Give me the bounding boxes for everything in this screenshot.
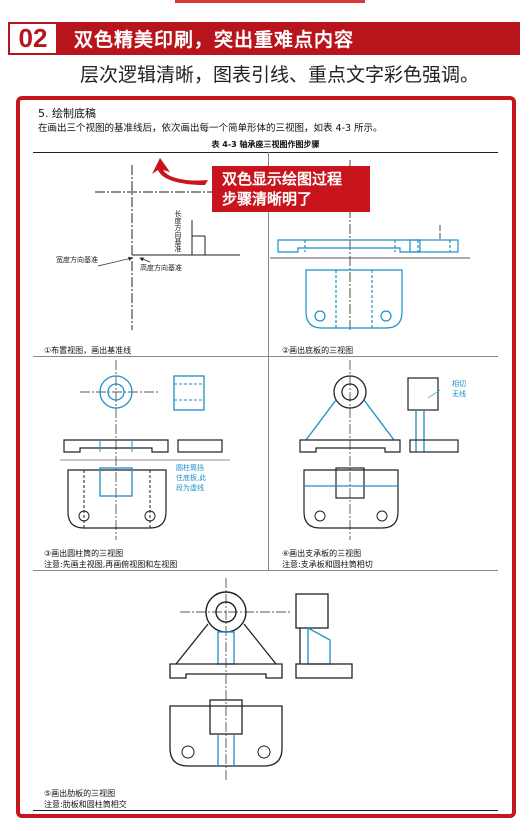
step-4-drawing xyxy=(299,360,459,540)
step-3-note: 注意:先画主视图,再画俯视图和左视图 xyxy=(44,560,178,569)
callout-line-1: 双色显示绘图过程 xyxy=(222,170,343,188)
step-5-drawing xyxy=(169,578,353,780)
top-decor-rule xyxy=(175,0,365,3)
svg-text:住底板,此: 住底板,此 xyxy=(176,473,206,482)
section-intro: 在画出三个视图的基准线后，依次画出每一个简单形体的三视图，如表 4-3 所示。 xyxy=(38,123,383,134)
table-top-rule xyxy=(33,152,498,153)
callout-line-2: 步骤清晰明了 xyxy=(222,190,313,208)
table-row-rule xyxy=(33,570,498,571)
step-3-caption: ③画出圆柱筒的三视图 xyxy=(44,549,124,558)
section-heading: 5. 绘制底稿 xyxy=(38,107,96,120)
table-column-divider xyxy=(268,152,269,570)
step-5-caption: ⑤画出肋板的三视图 xyxy=(44,789,116,798)
highlight-callout: 双色显示绘图过程 步骤清晰明了 xyxy=(212,166,370,212)
table-caption: 表 4-3 轴承座三视图作图步骤 xyxy=(211,140,320,149)
table-row-rule xyxy=(33,356,498,357)
banner-title: 双色精美印刷，突出重难点内容 xyxy=(74,29,355,51)
svg-text:圆柱筒挡: 圆柱筒挡 xyxy=(176,463,204,472)
step-4-note: 注意:支承板和圆柱筒相切 xyxy=(282,560,373,569)
step-4-caption: ④画出支承板的三视图 xyxy=(282,549,362,558)
length-datum-label: 长度方向基准 xyxy=(174,209,182,253)
height-datum-label: 高度方向基准 xyxy=(140,263,182,272)
svg-text:段为虚线: 段为虚线 xyxy=(176,483,204,492)
sample-page-frame xyxy=(16,96,516,818)
banner-subtitle: 层次逻辑清晰，图表引线、重点文字彩色强调。 xyxy=(79,64,479,86)
width-datum-label: 宽度方向基准 xyxy=(56,255,98,264)
svg-text:相切: 相切 xyxy=(452,379,466,388)
step-3-drawing xyxy=(60,360,230,540)
table-bottom-rule xyxy=(33,810,498,811)
step-2-caption: ②画出底板的三视图 xyxy=(282,346,354,355)
step-5-note: 注意:肋板和圆柱筒相交 xyxy=(44,800,127,809)
section-banner: 02 双色精美印刷，突出重难点内容 xyxy=(8,22,520,55)
section-number: 02 xyxy=(8,22,58,55)
step-2-drawing xyxy=(270,160,470,330)
tangent-note: 相切 无线 xyxy=(452,379,466,398)
callout-arrow-icon xyxy=(152,158,208,185)
cylinder-note: 圆柱筒挡 住底板,此 段为虚线 xyxy=(176,463,206,492)
svg-text:长度方向基准: 长度方向基准 xyxy=(174,209,182,253)
step-1-caption: ①布置视图，画出基准线 xyxy=(44,346,132,355)
svg-text:无线: 无线 xyxy=(452,389,466,398)
